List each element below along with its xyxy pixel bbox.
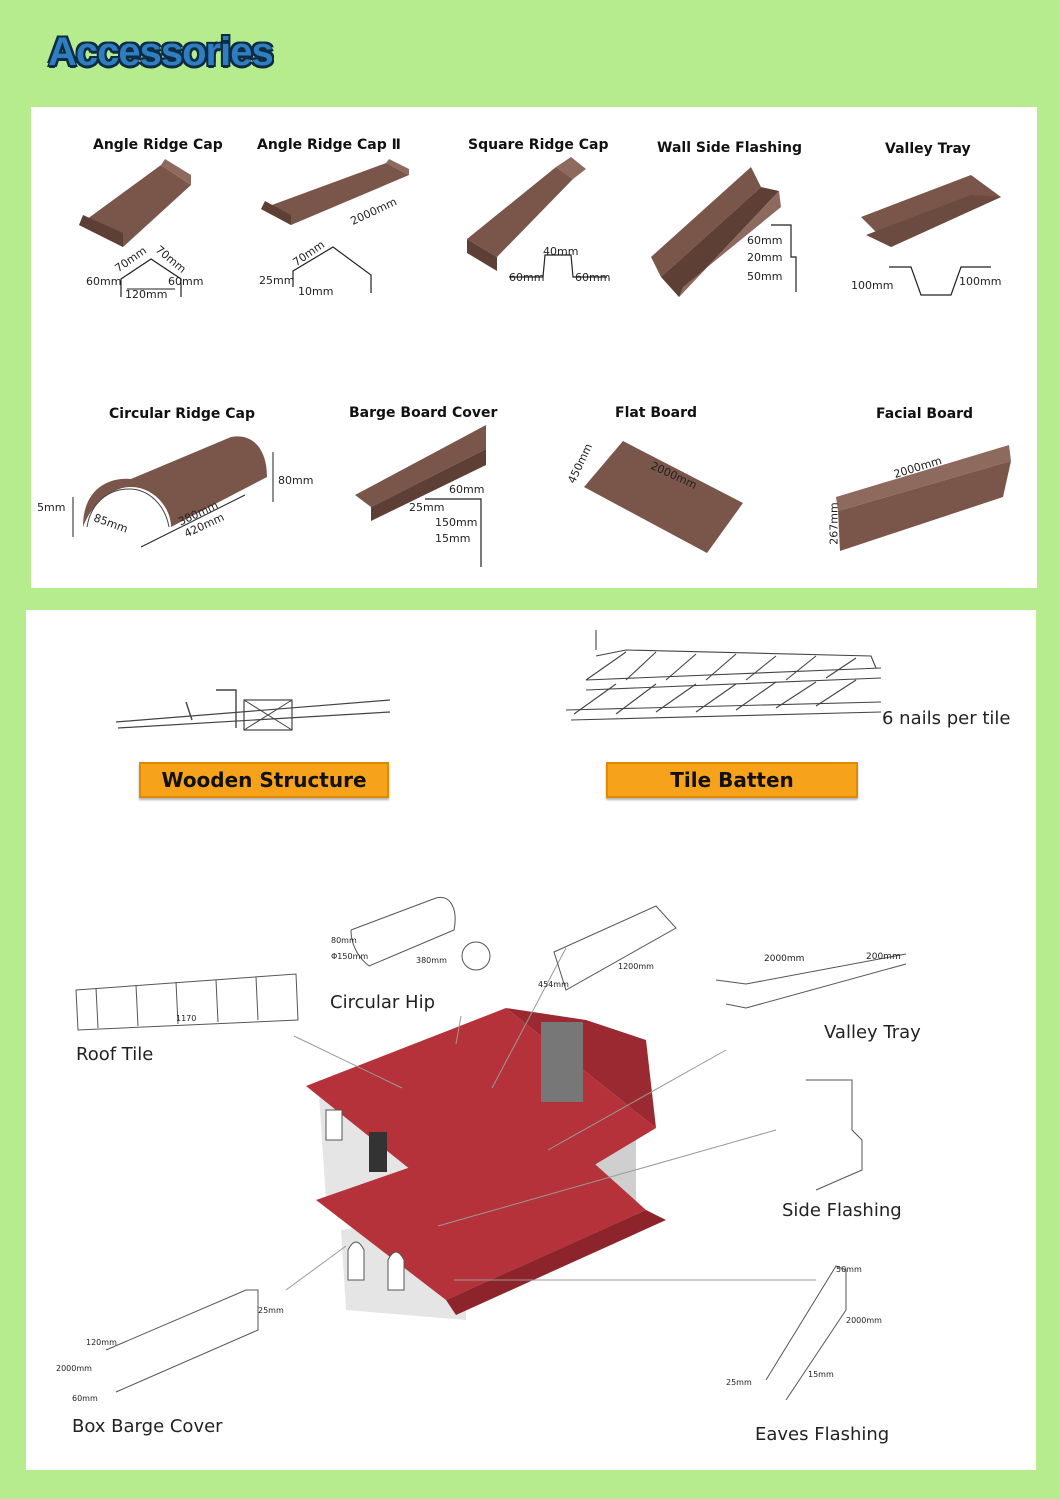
dim-label: 20mm <box>747 251 783 264</box>
wooden-structure-drawing <box>115 689 391 731</box>
small-dim: 200mm <box>866 952 901 962</box>
roof-tile-label: Roof Tile <box>76 1044 154 1065</box>
facial-board-drawing <box>836 445 1011 551</box>
dim-label: 80mm <box>278 474 314 487</box>
flat-board-drawing <box>584 441 743 553</box>
valley-tray-drawing <box>861 175 1001 296</box>
dim-label: 100mm <box>959 275 1002 288</box>
side-panel-drawing <box>105 905 907 1401</box>
product-label: Angle Ridge Cap <box>93 137 223 153</box>
product-label: Facial Board <box>876 406 974 422</box>
product-label: Flat Board <box>615 405 698 421</box>
dim-label: 60mm <box>509 271 545 284</box>
dim-label: 450mm <box>565 441 596 486</box>
product-label: Circular Ridge Cap <box>109 406 256 422</box>
dim-label: 60mm <box>168 275 204 288</box>
tile-batten-label: Tile Batten <box>606 762 858 798</box>
dim-label: 5mm <box>37 501 66 514</box>
dim-label: 150mm <box>435 516 478 529</box>
small-dim: 380mm <box>416 956 447 965</box>
small-dim: Φ150mm <box>331 952 369 961</box>
small-dim: 15mm <box>808 1370 834 1379</box>
angle-ridge-cap-drawing <box>79 159 191 297</box>
barge-board-cover-drawing <box>355 425 486 567</box>
dim-label: 60mm <box>575 271 611 284</box>
valley-tray-label: Valley Tray <box>824 1022 921 1043</box>
small-dim: 454mm <box>538 980 569 989</box>
small-dim: 25mm <box>258 1306 284 1315</box>
wooden-structure-label: Wooden Structure <box>139 762 389 798</box>
dim-label: 10mm <box>298 285 334 298</box>
small-dim: 120mm <box>86 1338 117 1347</box>
small-dim: 1200mm <box>618 962 654 971</box>
angle-ridge-cap-2-drawing <box>261 159 409 293</box>
product-label: Angle Ridge Cap Ⅱ <box>257 137 401 153</box>
small-dim: 80mm <box>331 936 357 945</box>
circular-hip-drawing <box>350 896 491 971</box>
dim-label: 60mm <box>449 483 485 496</box>
dim-label: 70mm <box>152 243 189 276</box>
wall-side-flashing-drawing <box>651 167 797 297</box>
product-label: Barge Board Cover <box>349 405 498 421</box>
dim-label: 2000mm <box>348 195 399 228</box>
dim-label: 60mm <box>86 275 122 288</box>
small-dim: 2000mm <box>846 1316 882 1325</box>
eaves-flashing-label: Eaves Flashing <box>755 1424 890 1445</box>
small-dim: 2000mm <box>764 954 805 964</box>
dim-label: 85mm <box>91 511 130 536</box>
dim-label: 120mm <box>125 288 168 301</box>
roof-tile-drawing <box>75 973 299 1031</box>
accessories-panel: Angle Ridge Cap Angle Ridge Cap Ⅱ Square… <box>31 107 1037 588</box>
house-illustration <box>285 947 816 1320</box>
nails-note: 6 nails per tile <box>882 708 1011 729</box>
dim-label: 60mm <box>747 234 783 247</box>
small-dim: 60mm <box>72 1394 98 1403</box>
dim-label: 100mm <box>851 279 894 292</box>
product-label: Square Ridge Cap <box>468 137 609 153</box>
dim-label: 15mm <box>435 532 471 545</box>
product-label: Wall Side Flashing <box>657 140 803 156</box>
dim-label: 50mm <box>747 270 783 283</box>
square-ridge-cap-drawing <box>467 157 607 278</box>
small-dim: 2000mm <box>56 1364 92 1373</box>
page-title: Accessories <box>48 30 274 74</box>
small-dim: 1170 <box>176 1014 197 1023</box>
small-dim: 25mm <box>726 1378 752 1387</box>
circular-hip-label: Circular Hip <box>330 992 435 1013</box>
circular-ridge-cap-drawing <box>72 436 274 548</box>
dim-label: 25mm <box>259 274 295 287</box>
dim-label: 40mm <box>543 245 579 258</box>
dim-label: 267mm <box>827 502 841 545</box>
dim-label: 25mm <box>409 501 445 514</box>
side-flashing-label: Side Flashing <box>782 1200 902 1221</box>
small-dim: 50mm <box>836 1265 862 1274</box>
dim-label: 70mm <box>112 244 149 275</box>
tile-batten-drawing <box>565 630 882 721</box>
box-barge-cover-label: Box Barge Cover <box>72 1416 223 1437</box>
product-label: Valley Tray <box>885 141 971 157</box>
installation-panel: Wooden Structure 6 nails per tile Tile B… <box>26 610 1036 1470</box>
